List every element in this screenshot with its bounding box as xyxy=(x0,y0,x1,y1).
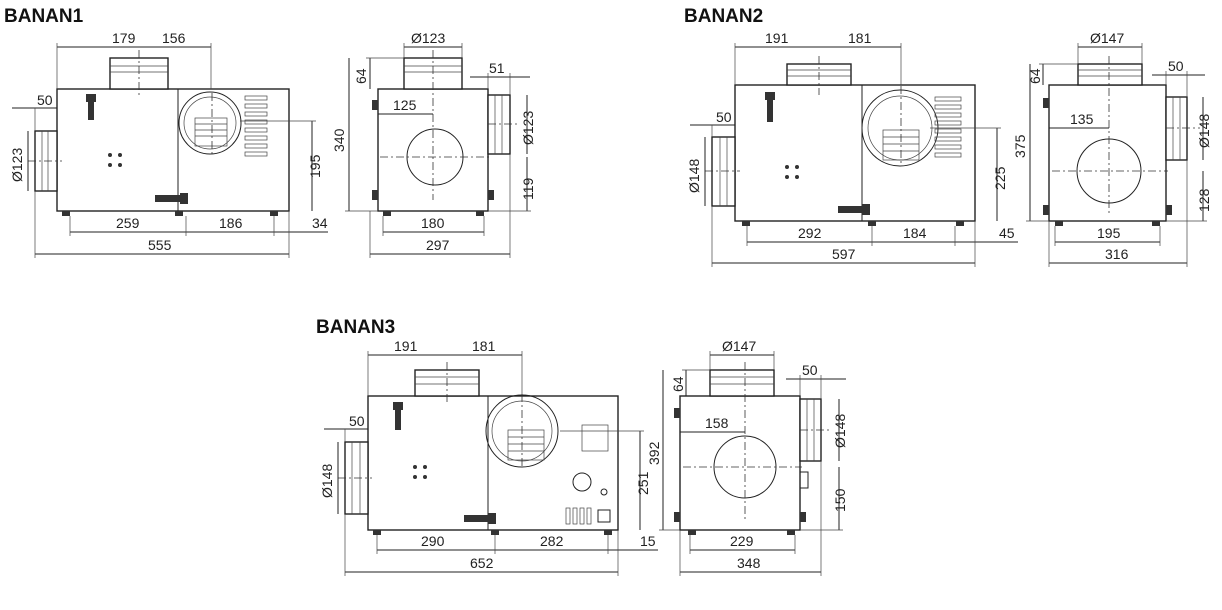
banan1-side-view: 179 156 50 Ø123 195 259 186 34 555 xyxy=(9,30,328,258)
dim-45: 45 xyxy=(999,225,1015,241)
dim-195: 195 xyxy=(307,154,323,178)
dim-191: 191 xyxy=(394,338,418,354)
dim-181: 181 xyxy=(848,30,872,46)
vent-slots xyxy=(244,95,268,157)
banan2-front-view: Ø147 64 50 135 375 Ø148 128 195 316 xyxy=(1012,30,1212,267)
front-dim-297: 297 xyxy=(426,237,450,253)
front-housing xyxy=(1048,84,1167,222)
front-dim-128: 128 xyxy=(1196,188,1212,212)
banan2-group: BANAN2 191 xyxy=(684,6,1212,267)
front-dim-diam: Ø147 xyxy=(722,338,756,354)
dim-290: 290 xyxy=(421,533,445,549)
switch-box xyxy=(597,509,611,523)
banan1-front-view: Ø123 64 51 125 340 Ø123 119 180 297 xyxy=(331,30,536,258)
dim-184: 184 xyxy=(903,225,927,241)
front-dim-375: 375 xyxy=(1012,134,1028,158)
dim-50: 50 xyxy=(349,413,365,429)
front-side-outlet xyxy=(487,94,511,155)
fan-ring xyxy=(178,91,242,155)
banan1-group: BANAN1 xyxy=(4,6,536,258)
dim-179: 179 xyxy=(112,30,136,46)
banan1-title: BANAN1 xyxy=(4,6,84,27)
front-dim-50: 50 xyxy=(1168,58,1184,74)
control-knob xyxy=(572,472,592,492)
screw-dots xyxy=(108,153,122,167)
front-dim-316: 316 xyxy=(1105,246,1129,262)
front-dim-119: 119 xyxy=(520,177,536,200)
front-dim-150: 150 xyxy=(832,488,848,512)
vent-slots xyxy=(934,96,962,158)
dim-186: 186 xyxy=(219,215,243,231)
banan3-title: BANAN3 xyxy=(316,317,395,338)
dim-50: 50 xyxy=(37,92,53,108)
dim-123: Ø123 xyxy=(9,148,25,182)
dim-292: 292 xyxy=(798,225,822,241)
front-housing xyxy=(679,395,801,531)
dim-181: 181 xyxy=(472,338,496,354)
screw-dots xyxy=(785,165,799,179)
front-dim-diam-right: Ø148 xyxy=(832,414,848,448)
front-dim-64: 64 xyxy=(353,68,369,84)
front-dim-64: 64 xyxy=(670,376,686,392)
dim-555: 555 xyxy=(148,237,172,253)
housing-body xyxy=(56,88,290,212)
banan3-side-view: 191 181 50 Ø148 251 290 282 15 652 xyxy=(319,338,658,576)
dim-259: 259 xyxy=(116,215,140,231)
dim-34: 34 xyxy=(312,215,328,231)
front-dim-340: 340 xyxy=(331,128,347,152)
dim-15: 15 xyxy=(640,533,656,549)
front-dim-diam-right: Ø123 xyxy=(520,111,536,145)
front-dim-158: 158 xyxy=(705,415,729,431)
dim-225: 225 xyxy=(992,166,1008,190)
banan3-front-view: Ø147 64 50 158 392 Ø148 150 229 348 xyxy=(646,338,848,576)
vent-slots xyxy=(565,507,592,525)
front-dim-392: 392 xyxy=(646,441,662,465)
dim-156: 156 xyxy=(162,30,186,46)
front-dim-348: 348 xyxy=(737,555,761,571)
front-dim-195: 195 xyxy=(1097,225,1121,241)
banan2-side-view: 191 181 50 Ø148 225 292 184 45 597 xyxy=(686,30,1018,267)
dim-652: 652 xyxy=(470,555,494,571)
dim-50: 50 xyxy=(716,109,732,125)
dim-597: 597 xyxy=(832,246,856,262)
front-dim-51: 51 xyxy=(489,60,505,76)
front-dim-50: 50 xyxy=(802,362,818,378)
side-inlet xyxy=(711,136,736,207)
dim-148: Ø148 xyxy=(686,159,702,193)
front-dim-diam: Ø123 xyxy=(411,30,445,46)
dim-148: Ø148 xyxy=(319,464,335,498)
housing-body xyxy=(367,395,619,531)
banan3-group: BANAN3 xyxy=(316,317,848,576)
label-plate xyxy=(581,424,609,452)
front-dim-diam: Ø147 xyxy=(1090,30,1124,46)
front-dim-diam-right: Ø148 xyxy=(1196,114,1212,148)
dim-282: 282 xyxy=(540,533,564,549)
front-side-outlet xyxy=(1165,96,1188,161)
screw-dots xyxy=(413,465,427,479)
front-dim-125: 125 xyxy=(393,97,417,113)
front-dim-229: 229 xyxy=(730,533,754,549)
front-top-outlet xyxy=(1077,63,1143,86)
front-dim-64: 64 xyxy=(1027,68,1043,84)
banan2-title: BANAN2 xyxy=(684,6,763,27)
front-dim-180: 180 xyxy=(421,215,445,231)
front-dim-135: 135 xyxy=(1070,111,1094,127)
dim-191: 191 xyxy=(765,30,789,46)
dim-251: 251 xyxy=(635,471,651,495)
front-top-outlet xyxy=(709,369,775,397)
